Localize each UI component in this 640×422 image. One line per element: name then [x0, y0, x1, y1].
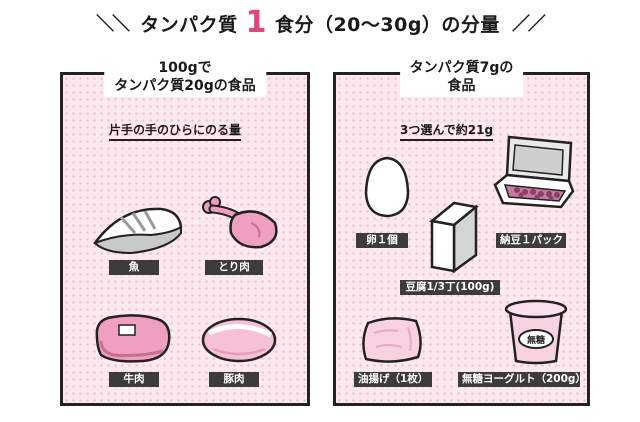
pork-slice-icon	[201, 317, 277, 363]
title-prefix: タンパク質	[140, 13, 238, 36]
left-panel-subheading: 片手の手のひらにのる量	[109, 121, 242, 141]
right-panel-heading: タンパク質7gの 食品	[399, 57, 524, 97]
item-label-chicken: とり肉	[205, 260, 263, 275]
title-suffix: 食分（20〜30g）の分量	[274, 13, 500, 36]
tofu-block-icon	[429, 201, 479, 274]
natto-pack-icon	[493, 135, 575, 209]
fried-tofu-icon	[362, 317, 422, 363]
item-label-fried-tofu: 油揚げ（1枚）	[354, 372, 432, 387]
item-label-natto: 納豆１パック	[496, 233, 566, 248]
left-panel-heading-line1: 100gで	[158, 60, 212, 76]
item-label-tofu: 豆腐1/3丁(100g)	[400, 280, 500, 295]
fish-fillet-icon	[93, 207, 183, 255]
item-label-fish: 魚	[109, 260, 159, 275]
left-panel-heading: 100gで タンパク質20gの食品	[104, 57, 266, 97]
item-label-pork: 豚肉	[209, 372, 259, 387]
yogurt-cup-text: 無糖	[527, 334, 545, 346]
right-panel-subheading: 3つ選んで約21g	[400, 121, 494, 141]
page-title: ＼＼ タンパク質 1 食分（20〜30g）の分量 ／／	[0, 4, 640, 42]
item-label-egg: 卵１個	[356, 233, 408, 248]
right-panel-heading-line1: タンパク質7gの	[409, 60, 514, 76]
left-panel: 100gで タンパク質20gの食品 片手の手のひらにのる量 魚 とり肉 牛肉 豚…	[60, 57, 310, 406]
item-label-yogurt: 無糖ヨーグルト（200g）	[458, 372, 586, 387]
right-panel: タンパク質7gの 食品 3つ選んで約21g 卵１個 納豆１パック 豆腐1/3丁(…	[333, 57, 590, 406]
left-panel-heading-line2: タンパク質20gの食品	[114, 78, 256, 94]
egg-icon	[364, 156, 410, 218]
title-number: 1	[245, 5, 267, 40]
right-panel-heading-line2: 食品	[447, 78, 476, 94]
beef-steak-icon	[95, 314, 171, 363]
right-slash-decoration: ／／	[511, 14, 546, 35]
yogurt-cup-icon: 無糖	[504, 299, 568, 365]
item-label-beef: 牛肉	[109, 372, 159, 387]
chicken-drumstick-icon	[202, 196, 278, 249]
left-slash-decoration: ＼＼	[96, 14, 130, 35]
